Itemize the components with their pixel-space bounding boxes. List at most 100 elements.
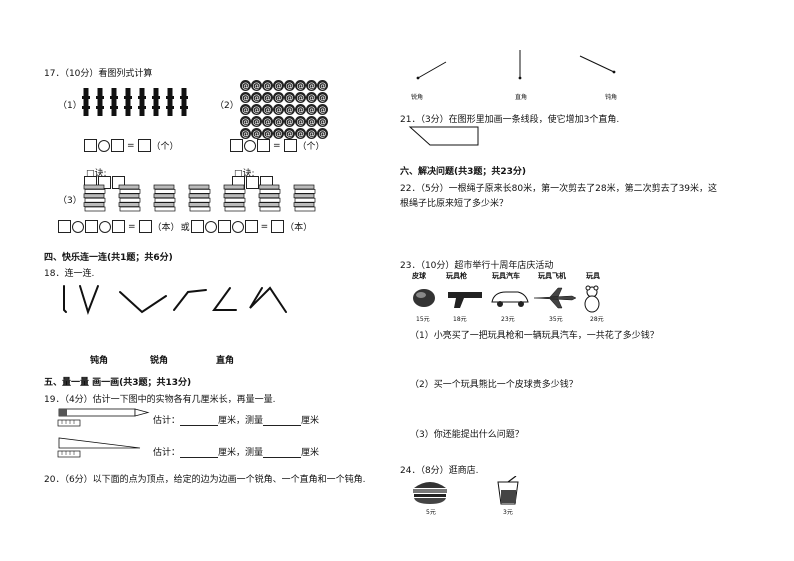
- answer-box[interactable]: [217, 220, 231, 233]
- answer-box[interactable]: [112, 220, 125, 233]
- stick-bundle-icon: [152, 88, 160, 116]
- at-symbol-icon: @: [240, 92, 251, 103]
- at-symbol-icon: @: [284, 104, 295, 115]
- angle-shape[interactable]: [212, 287, 237, 311]
- at-symbol-icon: @: [306, 92, 317, 103]
- q19-text: 19．（4分）估计一下图中的实物各有几厘米长，再量一量.: [44, 395, 276, 405]
- at-symbol-icon: @: [262, 128, 273, 139]
- gun-icon: [448, 292, 482, 308]
- angle-shape[interactable]: [79, 285, 99, 316]
- toy-name-car: 玩具汽车: [492, 272, 520, 280]
- answer-box[interactable]: [257, 139, 270, 152]
- answer-box[interactable]: [244, 220, 258, 233]
- at-symbol-icon: @: [251, 80, 262, 91]
- answer-box[interactable]: [111, 139, 124, 152]
- at-symbol-icon: @: [295, 104, 306, 115]
- answer-box[interactable]: [84, 139, 97, 152]
- price-ball: 15元: [416, 316, 430, 323]
- book-stacks-image: [83, 184, 316, 212]
- toy-name-bear: 玩具: [586, 272, 600, 280]
- answer-box[interactable]: [271, 220, 285, 233]
- stick-bundle-icon: [138, 88, 146, 116]
- answer-box[interactable]: [138, 220, 152, 233]
- book-stack-icon: [223, 184, 246, 212]
- at-symbol-icon: @: [295, 128, 306, 139]
- estimate-blank[interactable]: [180, 449, 219, 458]
- unit-ben: （本）: [285, 223, 313, 233]
- label-acute: 锐角: [150, 356, 169, 366]
- operator-circle[interactable]: [204, 220, 217, 233]
- operator-circle[interactable]: [98, 139, 110, 152]
- book-stack-icon: [188, 184, 211, 212]
- operator-circle[interactable]: [99, 220, 111, 233]
- operator-circle[interactable]: [231, 220, 244, 233]
- trapezoid-shape[interactable]: [408, 125, 482, 149]
- estimate-blank[interactable]: [180, 417, 219, 426]
- measure-blank[interactable]: [263, 449, 302, 458]
- acute-ray[interactable]: [417, 61, 447, 79]
- stick-bundle-icon: [180, 88, 188, 116]
- or-word: 或: [180, 223, 190, 233]
- q17-part3-label: （3）: [58, 196, 82, 206]
- price-bear: 28元: [590, 316, 604, 323]
- price-burger: 5元: [426, 509, 436, 516]
- section4-title: 四、快乐连一连(共1题；共6分): [44, 253, 173, 263]
- at-symbol-icon: @: [284, 116, 295, 127]
- q21-text: 21．（3分）在图形里加画一条线段，使它增加3个直角.: [400, 115, 620, 125]
- unit-ben: （本）: [152, 223, 180, 233]
- koujue-label-2: □诀:: [234, 169, 255, 179]
- at-symbol-grid: @@@@@@@@@@@@@@@@@@@@@@@@@@@@@@@@@@@@@@@@: [240, 80, 340, 139]
- q19-estimate-row-2: 估计：厘米，测量厘米: [153, 448, 320, 458]
- at-symbol-icon: @: [317, 104, 328, 115]
- toys-image: [413, 285, 600, 313]
- stick-bundle-icon: [166, 88, 174, 116]
- caption-acute: 锐角: [411, 94, 424, 101]
- angle-shape[interactable]: [63, 285, 67, 313]
- book-stack-icon: [258, 184, 281, 212]
- drink-cup-icon: [497, 476, 519, 505]
- q22-line1: 22．（5分）一根绳子原来长80米，第一次剪去了28米，第二次剪去了39米，这: [400, 184, 718, 194]
- measure-blank[interactable]: [263, 417, 302, 426]
- at-symbol-icon: @: [284, 92, 295, 103]
- at-symbol-icon: @: [240, 128, 251, 139]
- q17-title: 17．（10分）看图列式计算: [44, 69, 153, 79]
- angle-shape[interactable]: [249, 286, 287, 313]
- answer-box[interactable]: [230, 139, 243, 152]
- angle-shape[interactable]: [173, 289, 207, 311]
- q23-sub3: （3）你还能提出什么问题？: [410, 430, 524, 440]
- answer-box[interactable]: [85, 220, 98, 233]
- stick-bundle-icon: [124, 88, 132, 116]
- at-symbol-icon: @: [306, 104, 317, 115]
- q17-eq3: = （本） 或 = （本）: [58, 220, 312, 233]
- answer-box[interactable]: [58, 220, 71, 233]
- ball-icon: [413, 289, 435, 307]
- answer-box[interactable]: [246, 176, 259, 189]
- answer-box[interactable]: [190, 220, 204, 233]
- at-symbol-icon: @: [317, 128, 328, 139]
- at-symbol-icon: @: [284, 80, 295, 91]
- obtuse-ray[interactable]: [579, 55, 615, 73]
- ruler-icon: [57, 450, 81, 458]
- at-symbol-icon: @: [306, 116, 317, 127]
- answer-box[interactable]: [137, 139, 151, 152]
- at-symbol-icon: @: [273, 92, 284, 103]
- at-symbol-icon: @: [251, 116, 262, 127]
- caption-obtuse: 钝角: [605, 94, 618, 101]
- at-symbol-icon: @: [295, 80, 306, 91]
- angle-shape[interactable]: [119, 291, 167, 314]
- book-stack-icon: [153, 184, 176, 212]
- at-symbol-icon: @: [306, 80, 317, 91]
- answer-box[interactable]: [283, 139, 297, 152]
- stick-bundle-icon: [82, 88, 90, 116]
- at-symbol-icon: @: [240, 104, 251, 115]
- at-symbol-icon: @: [251, 104, 262, 115]
- triangle-ruler-icon: [58, 437, 141, 449]
- unit-ge: （个）: [297, 142, 325, 152]
- q20-text: 20．（6分）以下面的点为顶点，给定的边为边画一个锐角、一个直角和一个钝角.: [44, 475, 366, 485]
- plane-icon: [533, 287, 577, 309]
- stick-bundles-image: [82, 88, 188, 116]
- operator-circle[interactable]: [244, 139, 256, 152]
- book-stack-icon: [293, 184, 316, 212]
- operator-circle[interactable]: [72, 220, 84, 233]
- q22-line2: 根绳子比原来短了多少米？: [400, 199, 509, 209]
